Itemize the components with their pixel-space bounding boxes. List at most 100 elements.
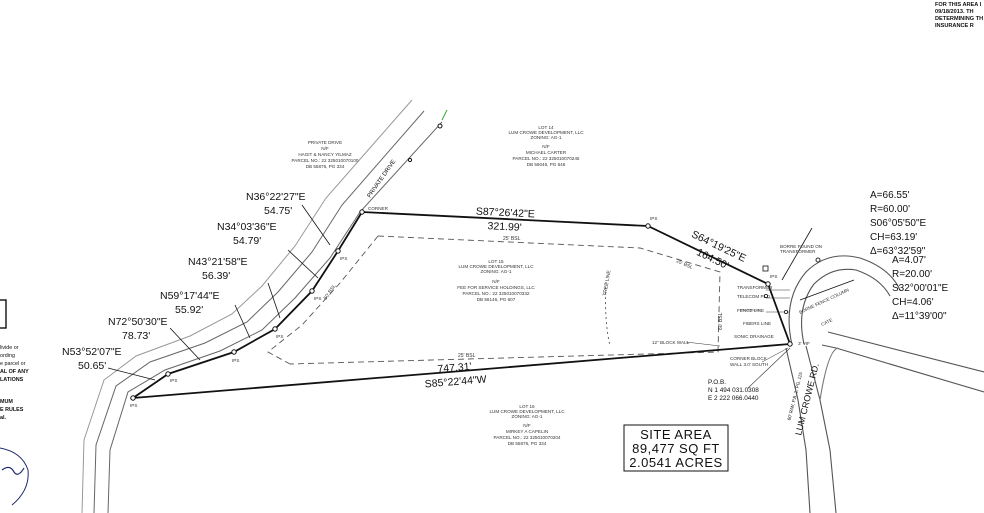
pin-drive xyxy=(437,123,443,129)
parcel-s-line: LUM CROWE DEVELOPMENT, LLC xyxy=(489,409,565,414)
flood-note-line-2: 09/18/2013. TH xyxy=(935,9,974,15)
pin-n xyxy=(645,223,651,229)
parcel-nw-line: PRIVATE DRIVE xyxy=(308,140,342,145)
leader-lines xyxy=(107,204,855,381)
parcel-north: LOT 14 LUM CROWE DEVELOPMENT, LLC ZONING… xyxy=(508,125,584,167)
pin-w3 xyxy=(272,326,278,332)
setback-east: 60' BSL xyxy=(718,312,724,330)
curve2-radius: R=20.00' xyxy=(892,269,932,280)
distance-label: 54.75' xyxy=(264,205,292,217)
left-note-6: MUM xyxy=(0,399,13,405)
utility-label: TRANSFORMER xyxy=(737,285,773,290)
bearing-label: N34°03'36"E xyxy=(217,221,277,233)
curve1-delta: Δ=63°32'59" xyxy=(870,246,926,257)
utility-label: WALL 3.0' SOUTH xyxy=(730,362,768,367)
curve1-chord: CH=63.19' xyxy=(870,232,917,243)
flood-note-line-1: FOR THIS AREA I xyxy=(935,2,982,8)
road-labels: LUM CROWE RD. 60' R/W, P.B. 2, PG. 115 xyxy=(787,362,821,436)
parcel-s-line: N/F xyxy=(523,423,531,428)
parcel-n-line: PARCEL NO.: 22 325010070245 xyxy=(513,156,580,161)
point-of-beginning: P.O.B. N 1 494 031.0308 E 2 222 066.0440 xyxy=(708,347,791,402)
distance-label: 50.65' xyxy=(78,360,106,372)
curve1-arc: A=66.55' xyxy=(870,190,910,201)
feature-symbols xyxy=(762,265,789,314)
fence-post-icon xyxy=(784,309,789,314)
ips-label: IPS xyxy=(650,216,657,221)
south-distance: 747.31' xyxy=(437,361,472,376)
north-line-labels: S87°26'42"E 321.99' xyxy=(476,206,536,234)
private-drive-label: PRIVATE DRIVE xyxy=(367,159,398,199)
curve2-chord: CH=4.06' xyxy=(892,297,934,308)
parcel-s-line: MIRKEY A CAPELIN xyxy=(506,429,548,434)
utility-label: 3' VIF xyxy=(798,341,810,346)
site-area-sqft: 89,477 SQ FT xyxy=(632,441,720,456)
left-note-3: e parcel or xyxy=(0,361,26,367)
utility-label: CATE xyxy=(820,317,833,327)
ips-label: IPS xyxy=(770,274,777,279)
distance-label: 54.79' xyxy=(233,235,261,247)
utility-label: TELECOM PED xyxy=(737,294,771,299)
ips-label: IPS xyxy=(340,256,347,261)
pin-sw xyxy=(130,395,136,401)
private-drive-road xyxy=(81,99,448,513)
curve1-radius: R=60.00' xyxy=(870,204,910,215)
tree-line-label: TREE LINE xyxy=(602,269,613,296)
ips-label: IPS xyxy=(232,358,239,363)
site-area-title: SITE AREA xyxy=(640,427,712,442)
parcel-s-line: DB 55876, PG 334 xyxy=(508,441,547,446)
ips-label: IPS xyxy=(130,403,137,408)
parcel-nw-line: HAGIT & NANCY YILMAZ xyxy=(298,152,352,157)
parcel-s-line: ZONING: AG-1 xyxy=(512,414,543,419)
parcel-n-line: MICHAEL CARTER xyxy=(526,150,567,155)
bearing-label: N59°17'44"E xyxy=(160,290,220,302)
parcel-site-line: N/F xyxy=(492,279,500,284)
parcel-site-line: DB 56146, PG 607 xyxy=(477,297,516,302)
utility-label: BORRE FOUND ON xyxy=(780,244,822,249)
site-area-frame xyxy=(623,424,729,472)
parcel-nw-line: N/F xyxy=(321,146,329,151)
flood-note-line-3: DETERMINING TH xyxy=(935,16,983,22)
pin-nw xyxy=(359,209,365,215)
ips-label: IPS xyxy=(276,334,283,339)
parcel-n-line: LUM CROWE DEVELOPMENT, LLC xyxy=(508,130,584,135)
bearing-label: N53°52'07"E xyxy=(62,346,122,358)
ips-label: IPS xyxy=(170,378,177,383)
building-setbacks xyxy=(267,235,721,365)
pin-ne xyxy=(765,281,771,287)
curve2-delta: Δ=11°39'00" xyxy=(892,311,947,322)
parcel-site: LOT 15 LUM CROWE DEVELOPMENT, LLC ZONING… xyxy=(457,259,535,302)
setback-south: 25' BSL xyxy=(458,353,476,359)
north-bearing: S87°26'42"E xyxy=(476,206,536,221)
left-notes: livide or ording e parcel or AL OF ANY L… xyxy=(0,299,29,506)
setback-ne: 25' BSL xyxy=(675,258,693,271)
north-distance: 321.99' xyxy=(487,220,522,234)
site-area-box: SITE AREA 89,477 SQ FT 2.0541 ACRES xyxy=(623,424,729,472)
parcel-site-line: FEE FOR SERVICE HOLDINGS, LLC xyxy=(457,285,535,290)
west-bearings: N36°22'27"E 54.75' N34°03'36"E 54.79' N4… xyxy=(62,191,306,372)
utility-label: FIBERS LINE xyxy=(743,321,771,326)
distance-label: 78.73' xyxy=(122,330,150,342)
left-note-8: al. xyxy=(0,415,6,421)
bearing-label: N72°50'30"E xyxy=(108,316,168,328)
parcel-site-line: ZONING: AG-1 xyxy=(481,269,512,274)
curve2-bearing: S32°00'01"E xyxy=(892,283,948,294)
left-note-4: AL OF ANY xyxy=(0,369,29,375)
parcel-site-line: PARCEL NO.: 22 325010070332 xyxy=(463,291,530,296)
curve2-arc: A=4.07' xyxy=(892,255,926,266)
parcel-s-line: PARCEL NO.: 22 325010070204 xyxy=(494,435,561,440)
setback-north: 25' BSL xyxy=(503,236,521,242)
utility-label: FENCE LINE xyxy=(737,308,764,313)
pin-w1 xyxy=(165,371,171,377)
surveyor-seal-icon xyxy=(0,447,29,506)
parcel-n-line: N/F xyxy=(542,144,550,149)
left-note-5: LATIONS xyxy=(0,377,24,383)
ips-label: IPS xyxy=(314,296,321,301)
parcel-n-line: LOT 14 xyxy=(538,125,554,130)
setback-west: 50' BSL xyxy=(323,283,338,301)
pob-northing: N 1 494 031.0308 xyxy=(708,387,759,394)
utility-label: TRANSFORMER xyxy=(780,249,816,254)
parcel-nw-line: PARCEL NO.: 22 325010070100 xyxy=(292,158,359,163)
left-note-1: livide or xyxy=(0,345,19,351)
utility-label: SONIC DRAINAGE xyxy=(734,334,774,339)
